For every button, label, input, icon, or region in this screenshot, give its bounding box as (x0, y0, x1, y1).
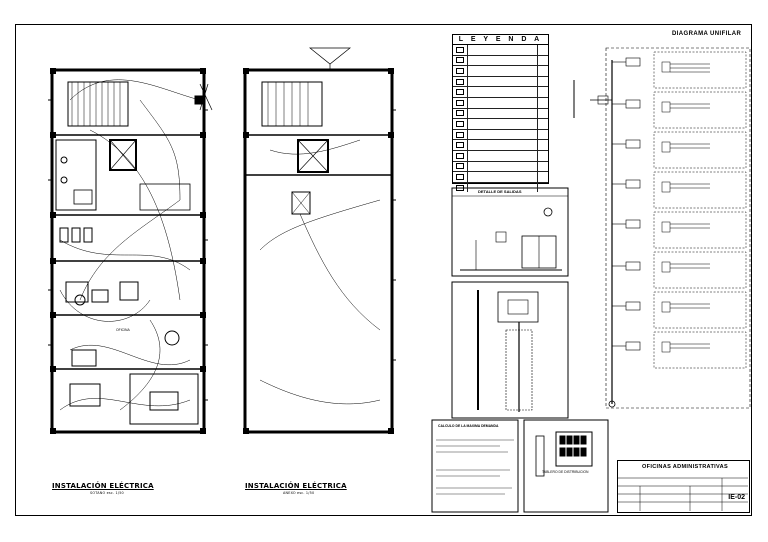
legend-row (453, 87, 548, 98)
legend-row (453, 108, 548, 120)
distribution-board (523, 419, 609, 513)
legend-row (453, 119, 548, 130)
box-symbol-icon (456, 110, 464, 117)
plan-left-title: INSTALACIÓN ELÉCTRICA (52, 482, 154, 490)
plan-left-scale: SOTANO esc. 1/50 (90, 491, 124, 495)
title-block-grid (617, 477, 748, 511)
tv-symbol-icon (456, 163, 464, 170)
legend-row (453, 172, 548, 183)
legend-row (453, 150, 548, 162)
legend-row (453, 66, 548, 77)
legend-row (453, 161, 548, 173)
sheet-code: IE-02 (728, 494, 745, 501)
legend-table: L E Y E N D A (452, 34, 549, 193)
legend-row (453, 140, 548, 151)
emergency-symbol-icon (456, 184, 464, 191)
legend-row (453, 129, 548, 141)
plan-left-caption: INSTALACIÓN ELÉCTRICA SOTANO esc. 1/50 (52, 482, 154, 495)
legend-row (453, 97, 548, 109)
board-label: TABLERO DE DISTRIBUCION (542, 470, 589, 474)
legend-row (453, 76, 548, 88)
switch-symbol-icon (456, 57, 464, 64)
plan-right-caption: INSTALACIÓN ELÉCTRICA ANEXO esc. 1/50 (245, 482, 347, 495)
unifilar-title: DIAGRAMA UNIFILAR (672, 31, 742, 37)
outlet-symbol-icon (456, 46, 464, 53)
lamp-symbol-icon (456, 67, 464, 74)
fan-symbol-icon (456, 131, 464, 138)
detail-title: DETALLE DE SALIDAS (478, 189, 522, 194)
bell-symbol-icon (456, 142, 464, 149)
plan-right-title: INSTALACIÓN ELÉCTRICA (245, 482, 347, 490)
demand-calc (431, 419, 519, 513)
plan-right-scale: ANEXO esc. 1/50 (283, 491, 315, 495)
conduit-symbol-icon (456, 120, 464, 127)
plan-left (48, 68, 208, 434)
ground-symbol-icon (456, 89, 464, 96)
service-entry (199, 47, 351, 111)
legend-row (453, 55, 548, 67)
board-symbol-icon (456, 78, 464, 85)
light-symbol-icon (456, 173, 464, 180)
legend-row (453, 182, 548, 193)
plan-right (243, 68, 396, 434)
room-label: OFICINA (116, 328, 130, 332)
unifilar-diagram (573, 47, 751, 409)
grounding-detail (451, 281, 569, 419)
sheet-border (15, 24, 752, 516)
meter-symbol-icon (456, 99, 464, 106)
title-block: OFICINAS ADMINISTRATIVAS IE-02 (617, 460, 750, 513)
legend-row (453, 45, 548, 56)
phone-symbol-icon (456, 152, 464, 159)
outlet-detail (451, 187, 569, 277)
project-title: OFICINAS ADMINISTRATIVAS (642, 464, 729, 470)
calc-title: CALCULO DE LA MAXIMA DEMANDA (438, 424, 499, 428)
legend-title: L E Y E N D A (453, 35, 548, 45)
